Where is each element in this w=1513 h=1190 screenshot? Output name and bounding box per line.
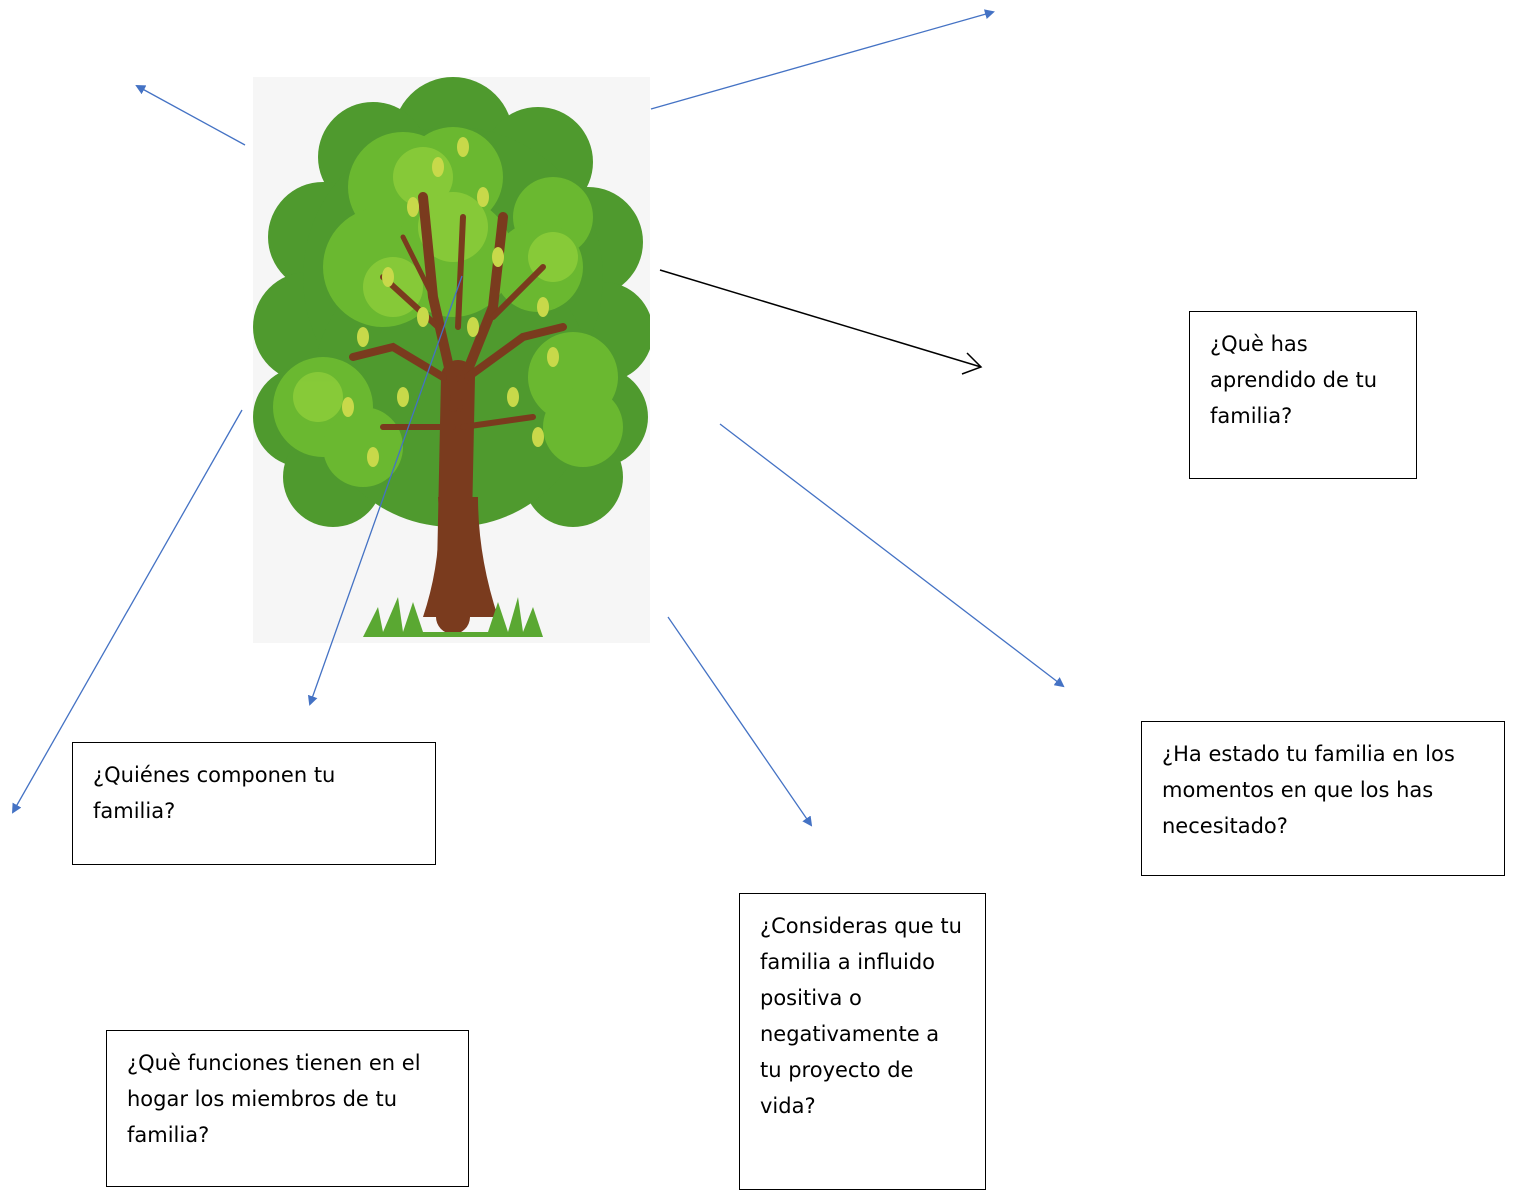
question-aprendido-text: ¿Què has aprendido de tu familia?: [1210, 332, 1378, 428]
arrow-right-down: [719, 423, 1065, 688]
arrow-top-left: [135, 85, 246, 146]
question-momentos-text: ¿Ha estado tu familia en los momentos en…: [1162, 742, 1455, 838]
question-influido-text: ¿Consideras que tu familia a influido po…: [760, 914, 962, 1118]
arrow-center-down: [307, 275, 463, 706]
question-box-momentos: ¿Ha estado tu familia en los momentos en…: [1141, 721, 1505, 876]
tree-icon: [253, 77, 653, 637]
question-funciones-text: ¿Què funciones tienen en el hogar los mi…: [127, 1051, 421, 1147]
arrow-top-right: [650, 9, 995, 110]
tree-illustration: [253, 77, 653, 643]
arrow-black-right: [659, 269, 983, 375]
question-box-influido: ¿Consideras que tu familia a influido po…: [739, 893, 986, 1190]
question-box-componen: ¿Quiénes componen tu familia?: [72, 742, 436, 865]
arrow-bottom-right: [667, 616, 813, 827]
question-box-aprendido: ¿Què has aprendido de tu familia?: [1189, 311, 1417, 479]
question-componen-text: ¿Quiénes componen tu familia?: [93, 763, 336, 823]
arrow-left-down: [12, 409, 243, 814]
question-box-funciones: ¿Què funciones tienen en el hogar los mi…: [106, 1030, 469, 1187]
